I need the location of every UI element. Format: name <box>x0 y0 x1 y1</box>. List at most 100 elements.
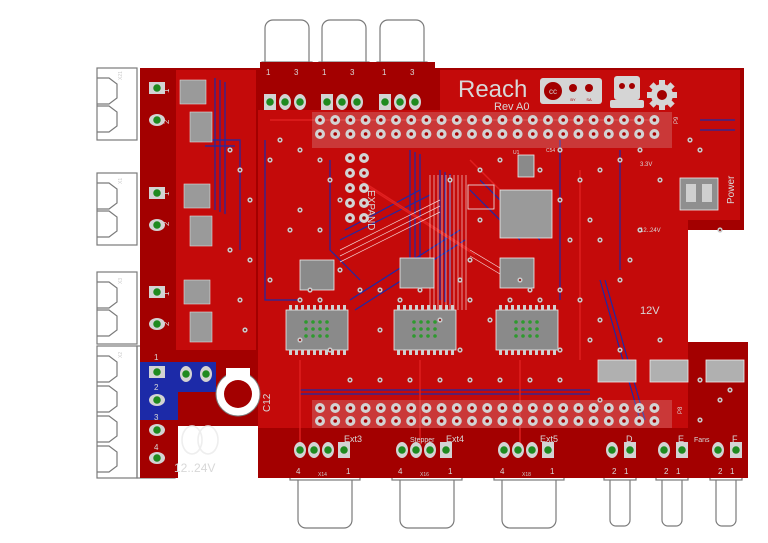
header-pin-hole <box>637 419 641 423</box>
ic-lead <box>547 350 550 355</box>
pad-hole <box>153 221 161 229</box>
ic-lead <box>529 305 532 310</box>
header-pin-hole <box>363 406 368 410</box>
header-pin-hole <box>500 132 505 136</box>
ext5-label: Ext5 <box>540 434 558 444</box>
robot-logo <box>610 76 644 108</box>
header-pin-hole <box>379 118 383 122</box>
pad-hole <box>281 98 289 106</box>
via-hole <box>244 329 246 331</box>
header-p9 <box>312 112 672 148</box>
license-cc-text: cc <box>549 87 557 96</box>
header-pin-hole <box>379 419 383 423</box>
thermal-via <box>535 327 539 331</box>
pin-label: 1 <box>162 191 171 196</box>
header-expand <box>345 153 369 223</box>
header-pin-hole <box>394 118 398 122</box>
header-pin-hole <box>637 132 641 136</box>
power-voltage-label: 12..24V <box>174 461 215 475</box>
left-connector-x1 <box>96 172 138 246</box>
pad-hole <box>514 446 522 454</box>
stepper-drivers <box>285 257 559 355</box>
thermal-via <box>304 320 308 324</box>
ic-lead <box>319 305 322 310</box>
expand-label: EXPAND <box>365 190 376 230</box>
via-hole <box>619 279 621 281</box>
header-pin-hole <box>409 419 414 423</box>
header-pin-hole <box>424 406 429 410</box>
thermal-via <box>318 334 322 338</box>
thermal-via <box>535 320 539 324</box>
header-pin-hole <box>348 216 352 220</box>
license-by-text: BY <box>570 97 576 102</box>
capacitor-c12 <box>215 368 261 417</box>
header-pin-hole <box>409 132 414 136</box>
x18-label: X18 <box>522 472 531 478</box>
header-pin-hole <box>515 132 520 136</box>
pad-hole <box>442 446 450 454</box>
pad-hole <box>398 446 406 454</box>
header-pin-hole <box>546 419 550 423</box>
pad-hole <box>296 446 304 454</box>
header-pin-hole <box>455 132 459 136</box>
ic-lead <box>313 305 316 310</box>
ic-lead <box>343 350 346 355</box>
thermal-via <box>535 334 539 338</box>
header-pin-hole <box>455 419 459 423</box>
thermal-via <box>412 334 416 338</box>
header-pin-hole <box>591 406 596 410</box>
pin-label: 1 <box>322 68 327 77</box>
ic-lead <box>307 305 310 310</box>
header-pin-hole <box>318 406 322 410</box>
via-hole <box>249 259 251 261</box>
ic-lead <box>433 305 436 310</box>
ic-lead <box>517 350 520 355</box>
ic-lead <box>511 305 514 310</box>
header-pin-hole <box>424 132 429 136</box>
ic-lead <box>415 350 418 355</box>
pin-label: 3 <box>350 68 355 77</box>
ic-lead <box>439 350 442 355</box>
fans-label: Fans <box>694 437 710 444</box>
header-pin-hole <box>622 406 626 410</box>
thermal-via <box>325 327 329 331</box>
ic-lead <box>319 350 322 355</box>
via-hole <box>659 179 661 181</box>
thermal-via <box>325 320 329 324</box>
via-hole <box>469 379 471 381</box>
ic-lead <box>409 350 412 355</box>
header-pin-hole <box>348 118 353 122</box>
ic-lead <box>445 350 448 355</box>
ic-lead <box>523 305 526 310</box>
pad-hole <box>324 446 332 454</box>
ic-lead <box>397 305 400 310</box>
rail-12-24-label: 12..24V <box>640 228 661 234</box>
header-pin-hole <box>591 118 596 122</box>
stepper-driver-ic <box>499 257 535 289</box>
header-pin-hole <box>531 419 535 423</box>
via-hole <box>459 279 461 281</box>
header-pin-hole <box>607 132 611 136</box>
via-hole <box>559 379 561 381</box>
pin-label: 2 <box>154 383 159 392</box>
header-p8 <box>312 400 672 428</box>
ic-lead <box>397 350 400 355</box>
header-pin-hole <box>576 118 581 122</box>
pad-hole <box>153 288 161 296</box>
ext4-label: Ext4 <box>446 434 464 444</box>
via-hole <box>269 159 271 161</box>
header-pin-hole <box>576 406 581 410</box>
pad-hole <box>340 446 348 454</box>
thermal-via <box>521 320 525 324</box>
via-hole <box>479 169 481 171</box>
pad-hole <box>678 446 686 454</box>
x21-label: X21 <box>118 71 124 80</box>
pad-hole <box>153 368 161 376</box>
ic-lead <box>421 305 424 310</box>
header-pin-hole <box>409 118 414 122</box>
header-pin-hole <box>318 419 322 423</box>
header-pin-hole <box>607 419 611 423</box>
ic-lead <box>547 305 550 310</box>
thermal-via <box>325 334 329 338</box>
header-pin-hole <box>362 201 366 205</box>
